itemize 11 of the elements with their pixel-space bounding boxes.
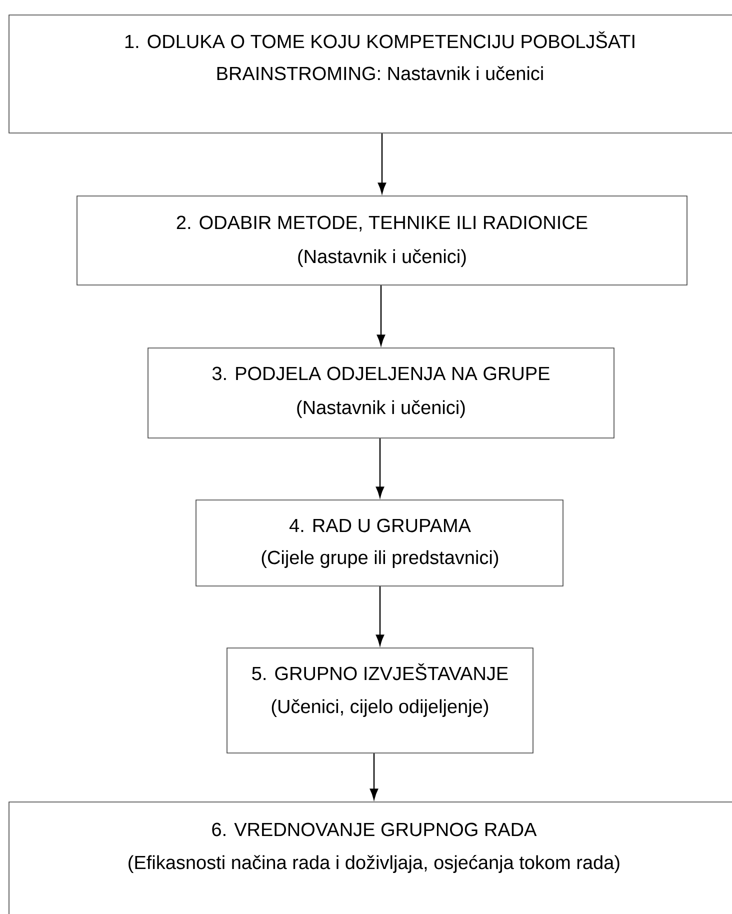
process-box: 5. GRUPNO IZVJEŠTAVANJE (Učenici, cijelo odijeljenje) bbox=[226, 648, 534, 754]
arrow bbox=[378, 133, 386, 194]
arrow bbox=[376, 285, 386, 346]
arrow bbox=[376, 586, 384, 646]
process-box: 3. PODJELA ODJELJENJA NA GRUPE (Nastavnik i učenici) bbox=[148, 348, 614, 438]
arrow bbox=[370, 753, 378, 800]
arrow bbox=[376, 438, 384, 498]
process-box: 2. ODABIR METODE, TEHNIKE ILI RADIONICE (Nastavnik i učenici) bbox=[76, 196, 688, 286]
process-box: 6. VREDNOVANJE GRUPNOG RADA (Efikasnosti načina rada i doživljaja, osjećanja tokom rada) bbox=[8, 802, 732, 914]
process-box: 1. ODLUKA O TOME KOJU KOMPETENCIJU POBOLJŠATI BRAINSTROMING: Nastavnik i učenici bbox=[8, 14, 732, 134]
process-box: 4. RAD U GRUPAMA (Cijele grupe ili predstavnici) bbox=[196, 500, 564, 586]
